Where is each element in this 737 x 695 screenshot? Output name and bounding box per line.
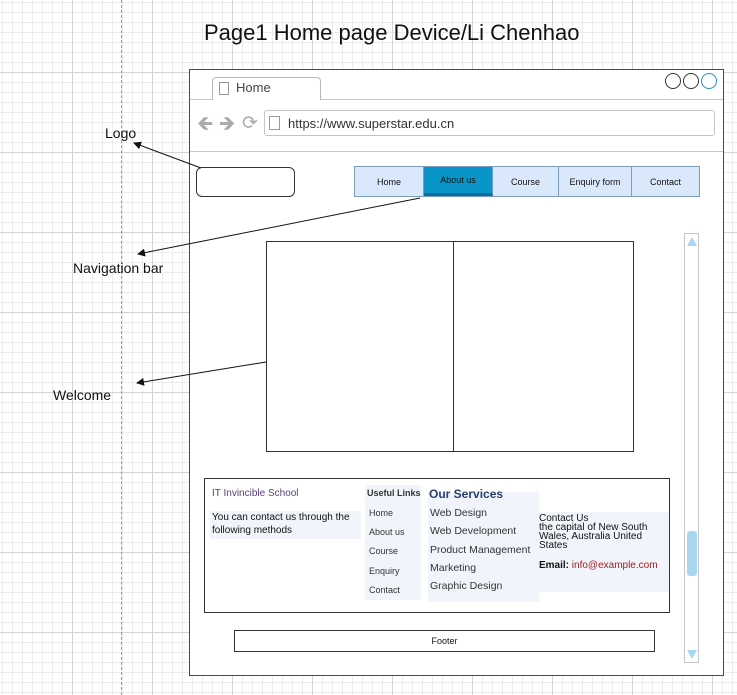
back-arrow-icon[interactable]: 🡸 <box>197 113 214 135</box>
useful-links-title: Useful Links <box>367 488 421 498</box>
service-item-web-development[interactable]: Web Development <box>430 525 517 537</box>
services-column <box>428 492 539 602</box>
navigation-bar: Home About us Course Enquiry form Contac… <box>354 166 700 197</box>
contact-title: Contact Us <box>539 513 589 524</box>
welcome-divider <box>453 241 454 452</box>
scrollbar-thumb[interactable] <box>687 531 697 576</box>
service-item-graphic-design[interactable]: Graphic Design <box>430 580 503 592</box>
contact-note: You can contact us through the following… <box>210 511 361 539</box>
page-icon <box>219 82 229 95</box>
page-icon <box>269 116 280 130</box>
school-name: IT Invincible School <box>212 488 299 499</box>
service-item-web-design[interactable]: Web Design <box>430 507 488 519</box>
service-item-marketing[interactable]: Marketing <box>430 562 477 574</box>
tab-bar-divider <box>190 99 723 100</box>
email-value[interactable]: info@example.com <box>571 560 658 571</box>
browser-tab[interactable] <box>212 77 321 100</box>
nav-item-contact[interactable]: Contact <box>632 167 699 196</box>
contact-column <box>538 512 669 592</box>
logo-placeholder[interactable] <box>196 167 295 197</box>
services-title: Our Services <box>429 487 504 501</box>
scroll-up-arrow-icon[interactable] <box>687 237 697 246</box>
scrollbar-track[interactable] <box>684 233 699 663</box>
window-button-2-icon[interactable] <box>683 73 699 89</box>
annotation-welcome: Welcome <box>53 387 112 403</box>
scroll-down-arrow-icon[interactable] <box>687 650 697 659</box>
url-text: https://www.superstar.edu.cn <box>288 116 455 131</box>
address-bar[interactable] <box>264 110 715 136</box>
footer-link-contact[interactable]: Contact <box>369 585 401 595</box>
footer-link-enquiry[interactable]: Enquiry <box>369 566 400 576</box>
welcome-panel <box>266 241 634 452</box>
tab-label: Home <box>236 80 271 95</box>
email-label: Email: <box>539 560 570 571</box>
nav-item-enquiry-form[interactable]: Enquiry form <box>559 167 632 196</box>
footer-link-course[interactable]: Course <box>369 546 399 556</box>
nav-item-course[interactable]: Course <box>493 167 559 196</box>
annotation-navigation-bar: Navigation bar <box>73 260 164 276</box>
nav-item-home[interactable]: Home <box>355 167 424 196</box>
vertical-guide-line <box>121 0 122 695</box>
footer-bar: Footer <box>234 630 655 652</box>
service-item-product-management[interactable]: Product Management <box>430 544 531 556</box>
contact-address: the capital of New South Wales, Australi… <box>539 522 648 551</box>
window-button-1-icon[interactable] <box>665 73 681 89</box>
contact-email: Email: info@example.com <box>539 560 658 571</box>
nav-item-about-us[interactable]: About us <box>424 167 493 196</box>
annotation-logo: Logo <box>105 125 137 141</box>
footer-link-about-us[interactable]: About us <box>369 527 405 537</box>
footer-label: Footer <box>431 636 458 646</box>
toolbar-divider <box>190 151 723 152</box>
useful-links-column <box>365 485 421 600</box>
reload-icon[interactable]: ⟳ <box>242 113 258 134</box>
page-title: Page1 Home page Device/Li Chenhao <box>204 20 580 45</box>
window-button-3-icon[interactable] <box>701 73 717 89</box>
forward-arrow-icon[interactable]: 🡺 <box>219 113 236 135</box>
footer-link-home[interactable]: Home <box>369 508 394 518</box>
